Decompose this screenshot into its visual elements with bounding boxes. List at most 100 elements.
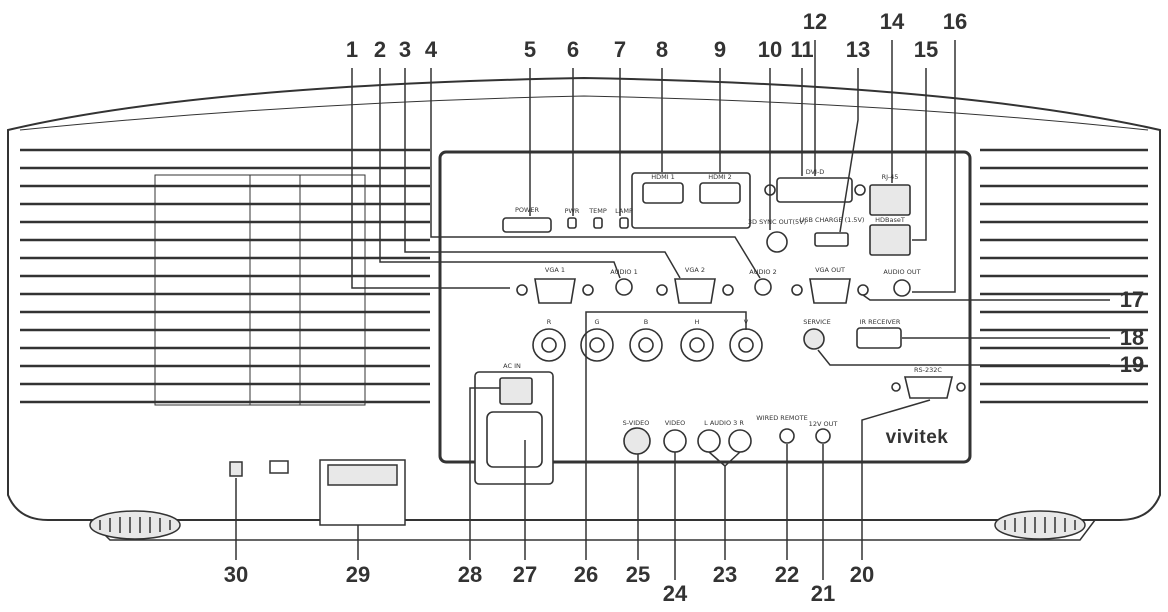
callout-27: 27 [512, 562, 538, 587]
label-hdbaset: HDBaseT [875, 215, 905, 224]
label-hdmi1: HDMI 1 [651, 172, 675, 181]
callout-12: 12 [802, 9, 828, 34]
vga-out-screw-right [857, 284, 869, 296]
callout-18: 18 [1119, 325, 1145, 350]
callout-9: 9 [713, 37, 727, 62]
pwr-led [567, 217, 577, 229]
vga-out-screw-left [791, 284, 803, 296]
callout-8: 8 [655, 37, 669, 62]
label-vga2: VGA 2 [684, 265, 706, 274]
speaker-grille [154, 174, 366, 406]
callout-22: 22 [774, 562, 800, 587]
callout-6: 6 [566, 37, 580, 62]
ac-power-switch[interactable] [499, 377, 533, 405]
callout-13: 13 [845, 37, 871, 62]
dvi-port[interactable] [776, 177, 853, 203]
callout-29: 29 [345, 562, 371, 587]
body-top-edge [19, 95, 1149, 131]
vga1-screw-left [516, 284, 528, 296]
ac-power-socket[interactable] [486, 411, 543, 468]
rs232-screw-right [956, 382, 966, 392]
dvi-screw-right [854, 184, 866, 196]
callout-1: 1 [345, 37, 359, 62]
projector-body [7, 76, 1161, 521]
bnc-h-inner [689, 337, 705, 353]
wired-remote-port[interactable] [779, 428, 795, 444]
label-audio3: L AUDIO 3 R [704, 418, 744, 427]
label-usb: USB CHARGE (1.5V) [799, 215, 865, 224]
callout-16: 16 [942, 9, 968, 34]
audio3-l-port[interactable] [697, 429, 721, 453]
callout-2: 2 [373, 37, 387, 62]
audio3-r-port[interactable] [728, 429, 752, 453]
service-port[interactable] [803, 328, 825, 350]
hdmi1-port[interactable] [642, 182, 684, 204]
callout-5: 5 [523, 37, 537, 62]
callout-3: 3 [398, 37, 412, 62]
label-hdmi2: HDMI 2 [708, 172, 732, 181]
callout-10: 10 [757, 37, 783, 62]
audio-out-port[interactable] [893, 279, 911, 297]
vga2-screw-left [656, 284, 668, 296]
power-button[interactable] [502, 217, 552, 233]
callout-28: 28 [457, 562, 483, 587]
usb-port[interactable] [814, 232, 849, 247]
ir-receiver-window [856, 327, 902, 349]
svideo-port[interactable] [623, 427, 651, 455]
rs232-screw-left [891, 382, 901, 392]
label-power: POWER [514, 205, 540, 214]
callout-20: 20 [849, 562, 875, 587]
label-service: SERVICE [803, 317, 831, 326]
callout-17: 17 [1119, 287, 1145, 312]
vga2-screw-right [722, 284, 734, 296]
bnc-r-inner [541, 337, 557, 353]
label-wired-remote: WIRED REMOTE [756, 413, 808, 422]
body-base [89, 519, 1096, 541]
lamp-led [619, 217, 629, 229]
label-ir-receiver: IR RECEIVER [859, 317, 901, 326]
sync-3d-port[interactable] [766, 231, 788, 253]
rj45-port[interactable] [869, 184, 911, 216]
label-lamp: LAMP [615, 206, 633, 215]
label-dc-out: 12V OUT [808, 419, 838, 428]
label-vga-out: VGA OUT [815, 265, 845, 274]
leader-lines [235, 40, 1110, 580]
callout-11: 11 [790, 37, 814, 62]
vga1-port[interactable] [534, 278, 576, 304]
label-bnc-r: R [546, 317, 552, 326]
bnc-g-inner [589, 337, 605, 353]
temp-led [593, 217, 603, 229]
label-3d-sync: 3D SYNC OUT(5V) [747, 217, 807, 226]
label-video: VIDEO [664, 418, 686, 427]
left-vents [20, 148, 430, 404]
video-port[interactable] [663, 429, 687, 453]
callout-15: 15 [913, 37, 939, 62]
vga2-port[interactable] [674, 278, 716, 304]
rs232-port[interactable] [903, 376, 954, 399]
vga-out-port[interactable] [809, 278, 851, 304]
label-bnc-h: H [694, 317, 700, 326]
callout-7: 7 [613, 37, 627, 62]
hdbaset-port[interactable] [869, 224, 911, 256]
label-svideo: S-VIDEO [622, 418, 650, 427]
right-vents [980, 148, 1148, 404]
callout-30: 30 [223, 562, 249, 587]
label-audio1: AUDIO 1 [610, 267, 638, 276]
dc-out-port[interactable] [815, 428, 831, 444]
hdmi2-port[interactable] [699, 182, 741, 204]
callout-24: 24 [662, 581, 688, 606]
audio1-port[interactable] [615, 278, 633, 296]
io-panel [438, 150, 972, 464]
label-bnc-g: G [594, 317, 600, 326]
label-bnc-v: V [743, 317, 749, 326]
label-temp: TEMP [589, 206, 607, 215]
callout-4: 4 [424, 37, 438, 62]
label-rj45: RJ-45 [881, 172, 899, 181]
label-dvi: DVI-D [805, 167, 825, 176]
audio2-port[interactable] [754, 278, 772, 296]
brand-logo-text: vivitek [885, 427, 949, 448]
label-bnc-b: B [643, 317, 649, 326]
hdmi-bracket [631, 172, 751, 229]
